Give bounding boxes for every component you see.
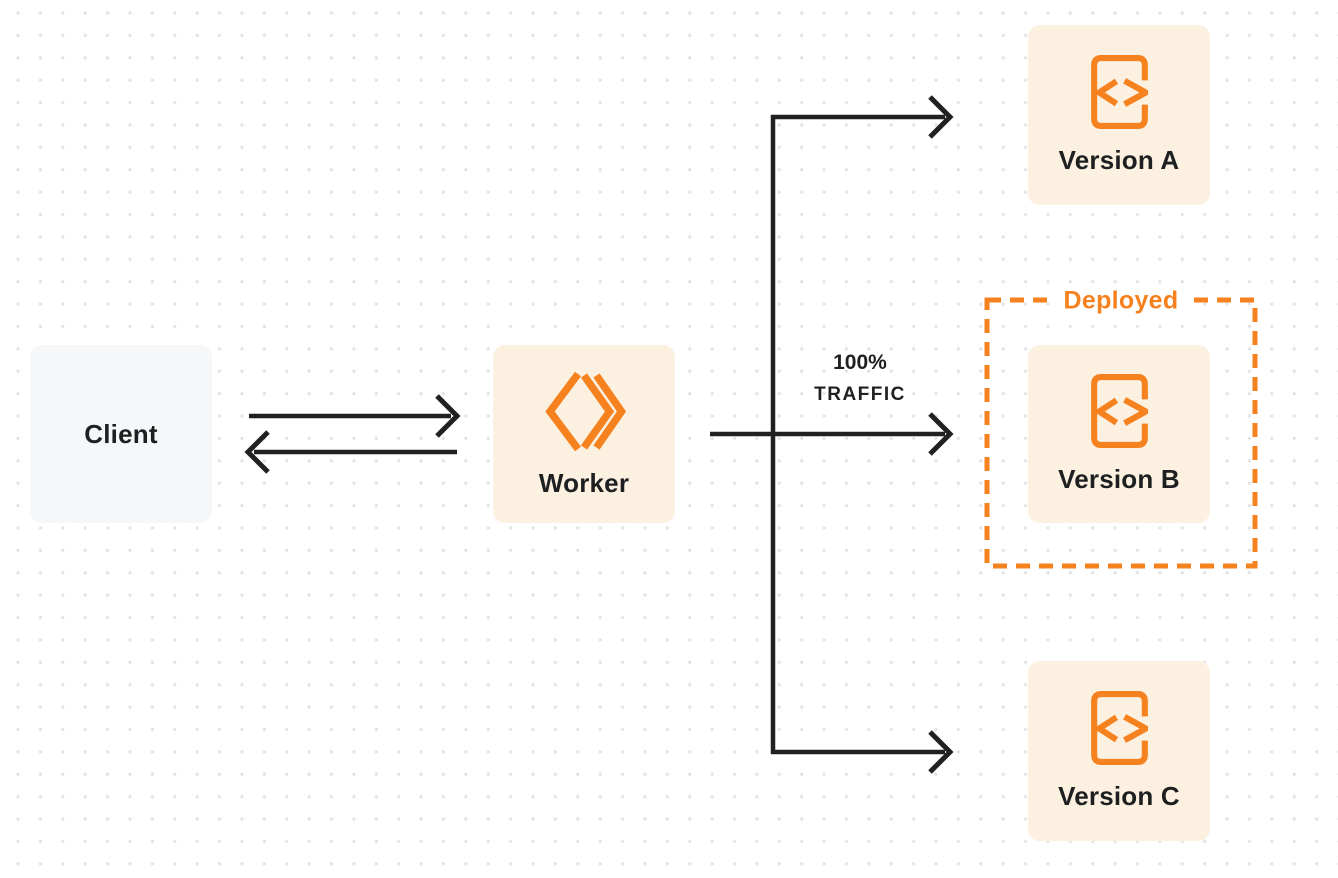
node-version-a-label: Version A	[1058, 145, 1180, 175]
node-version-c-label: Version C	[1058, 781, 1180, 811]
node-worker: Worker	[493, 345, 675, 523]
arrow-worker-to-version-b-head	[928, 412, 954, 456]
node-client: Client	[30, 345, 212, 523]
traffic-word: TRAFFIC	[814, 384, 906, 405]
arrow-to-version-a-head	[928, 95, 954, 139]
deployed-boundary	[984, 297, 1258, 569]
deployed-caption: Deployed	[1050, 286, 1192, 316]
arrow-to-version-c-head	[928, 730, 954, 774]
arrow-client-to-worker-head	[435, 394, 461, 438]
arrow-worker-to-client-head	[244, 430, 270, 474]
code-document-icon	[1090, 691, 1148, 765]
node-worker-label: Worker	[538, 468, 630, 498]
traffic-edge-label: 100% TRAFFIC	[814, 350, 906, 408]
node-version-a: Version A	[1028, 25, 1210, 205]
node-version-c: Version C	[1028, 661, 1210, 841]
node-client-label: Client	[84, 419, 158, 449]
code-document-icon	[1090, 374, 1148, 448]
traffic-percentage: 100%	[833, 351, 887, 374]
node-version-b: Version B	[1028, 345, 1210, 523]
code-document-icon	[1090, 55, 1148, 129]
cloudflare-workers-icon	[545, 371, 626, 452]
node-version-b-label: Version B	[1058, 464, 1180, 494]
